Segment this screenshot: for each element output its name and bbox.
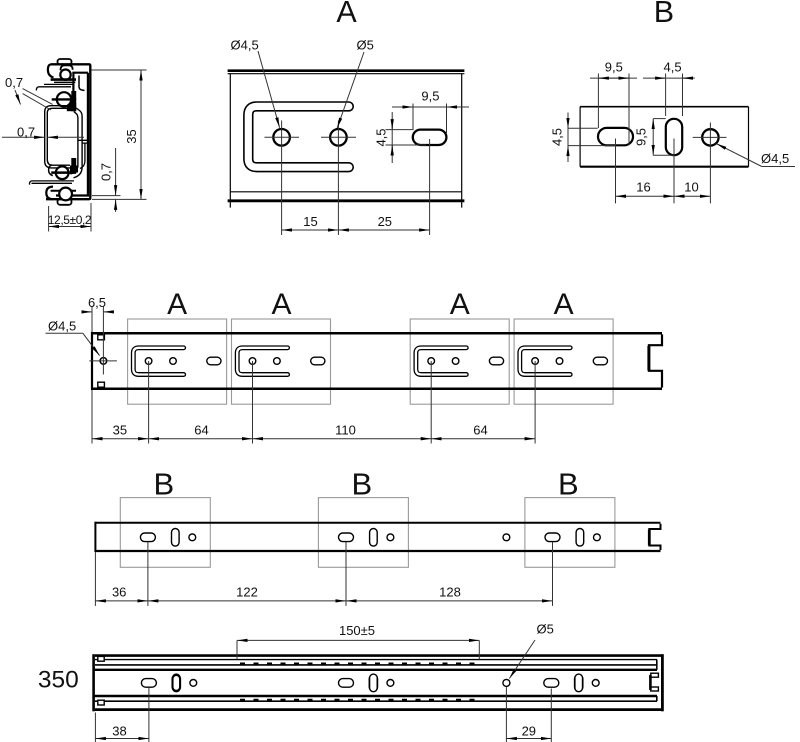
svg-text:B: B [558, 466, 579, 501]
svg-text:A: A [554, 288, 574, 321]
svg-text:12,5±0,2: 12,5±0,2 [48, 213, 92, 227]
svg-text:110: 110 [335, 423, 356, 438]
svg-text:35: 35 [124, 129, 139, 143]
svg-text:4,5: 4,5 [374, 128, 389, 146]
svg-text:35: 35 [113, 423, 127, 438]
svg-text:4,5: 4,5 [664, 59, 682, 74]
svg-text:9,5: 9,5 [634, 128, 649, 146]
svg-text:64: 64 [194, 423, 208, 438]
svg-text:10: 10 [684, 180, 698, 195]
svg-text:Ø4,5: Ø4,5 [48, 319, 76, 334]
svg-text:0,7: 0,7 [17, 125, 35, 140]
svg-text:B: B [654, 0, 674, 29]
svg-text:150±5: 150±5 [339, 623, 375, 638]
svg-text:Ø4,5: Ø4,5 [761, 151, 789, 166]
svg-text:Ø5: Ø5 [537, 622, 554, 637]
svg-text:128: 128 [439, 585, 461, 600]
svg-text:B: B [352, 466, 373, 501]
svg-text:0,7: 0,7 [99, 163, 114, 181]
svg-text:A: A [450, 288, 470, 321]
svg-text:350: 350 [38, 667, 79, 694]
svg-text:4,5: 4,5 [550, 128, 565, 146]
svg-text:9,5: 9,5 [605, 59, 623, 74]
svg-text:A: A [271, 288, 291, 321]
svg-text:0,7: 0,7 [5, 75, 23, 90]
svg-text:122: 122 [236, 585, 258, 600]
svg-text:29: 29 [522, 724, 536, 739]
svg-text:25: 25 [378, 214, 392, 229]
svg-text:15: 15 [303, 214, 317, 229]
svg-text:A: A [167, 288, 187, 321]
svg-text:Ø5: Ø5 [357, 38, 374, 53]
svg-text:6,5: 6,5 [88, 295, 106, 310]
svg-text:B: B [154, 466, 175, 501]
svg-text:38: 38 [112, 724, 126, 739]
svg-text:A: A [336, 0, 357, 29]
svg-text:64: 64 [473, 423, 487, 438]
svg-text:Ø4,5: Ø4,5 [231, 38, 259, 53]
svg-text:36: 36 [112, 585, 126, 600]
svg-text:16: 16 [636, 180, 650, 195]
svg-text:9,5: 9,5 [421, 89, 439, 104]
